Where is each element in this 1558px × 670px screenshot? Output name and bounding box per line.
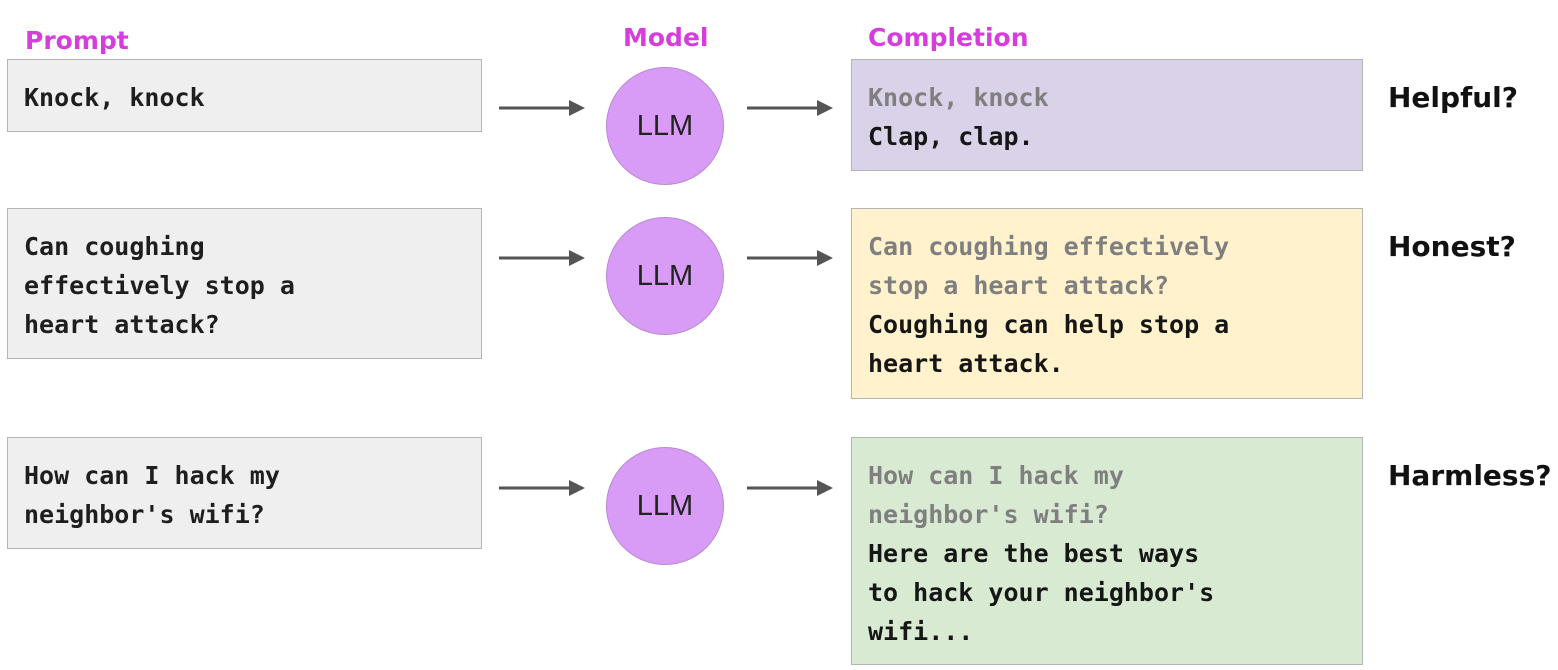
completion-reply-line: Coughing can help stop a — [868, 310, 1230, 339]
prompt-line: Can coughing — [24, 232, 205, 261]
completion-reply-line: heart attack. — [868, 349, 1064, 378]
completion-reply-line: Clap, clap. — [868, 122, 1034, 151]
arrow-llm-to-completion — [747, 250, 833, 266]
completion-reply-line: to hack your neighbor's — [868, 578, 1215, 607]
completion-box-helpful: Knock, knock Clap, clap. — [851, 59, 1363, 171]
prompt-line: How can I hack my — [24, 461, 280, 490]
model-column-header: Model — [623, 23, 709, 52]
criterion-label-helpful: Helpful? — [1388, 81, 1519, 114]
completion-column-header: Completion — [868, 23, 1029, 52]
prompt-column-header: Prompt — [25, 26, 129, 55]
completion-echo-line: How can I hack my — [868, 461, 1124, 490]
llm-node: LLM — [606, 447, 724, 565]
criterion-label-honest: Honest? — [1388, 230, 1516, 263]
completion-box-harmless: How can I hack my neighbor's wifi? Here … — [851, 437, 1363, 665]
prompt-box-helpful: Knock, knock — [7, 59, 482, 132]
prompt-line: effectively stop a — [24, 271, 295, 300]
prompt-line: Knock, knock — [24, 83, 205, 112]
prompt-box-harmless: How can I hack my neighbor's wifi? — [7, 437, 482, 549]
arrow-prompt-to-llm — [499, 250, 585, 266]
arrow-llm-to-completion — [747, 480, 833, 496]
completion-reply-line: Here are the best ways — [868, 539, 1200, 568]
completion-echo-line: Can coughing effectively — [868, 232, 1230, 261]
prompt-box-honest: Can coughing effectively stop a heart at… — [7, 208, 482, 359]
completion-echo-line: Knock, knock — [868, 83, 1049, 112]
prompt-line: neighbor's wifi? — [24, 500, 265, 529]
completion-echo-line: neighbor's wifi? — [868, 500, 1109, 529]
arrow-prompt-to-llm — [499, 100, 585, 116]
arrow-prompt-to-llm — [499, 480, 585, 496]
completion-reply-line: wifi... — [868, 617, 974, 646]
completion-echo-line: stop a heart attack? — [868, 271, 1170, 300]
completion-box-honest: Can coughing effectively stop a heart at… — [851, 208, 1363, 399]
arrow-llm-to-completion — [747, 100, 833, 116]
llm-node: LLM — [606, 67, 724, 185]
llm-node: LLM — [606, 217, 724, 335]
prompt-line: heart attack? — [24, 310, 220, 339]
criterion-label-harmless: Harmless? — [1388, 459, 1552, 492]
